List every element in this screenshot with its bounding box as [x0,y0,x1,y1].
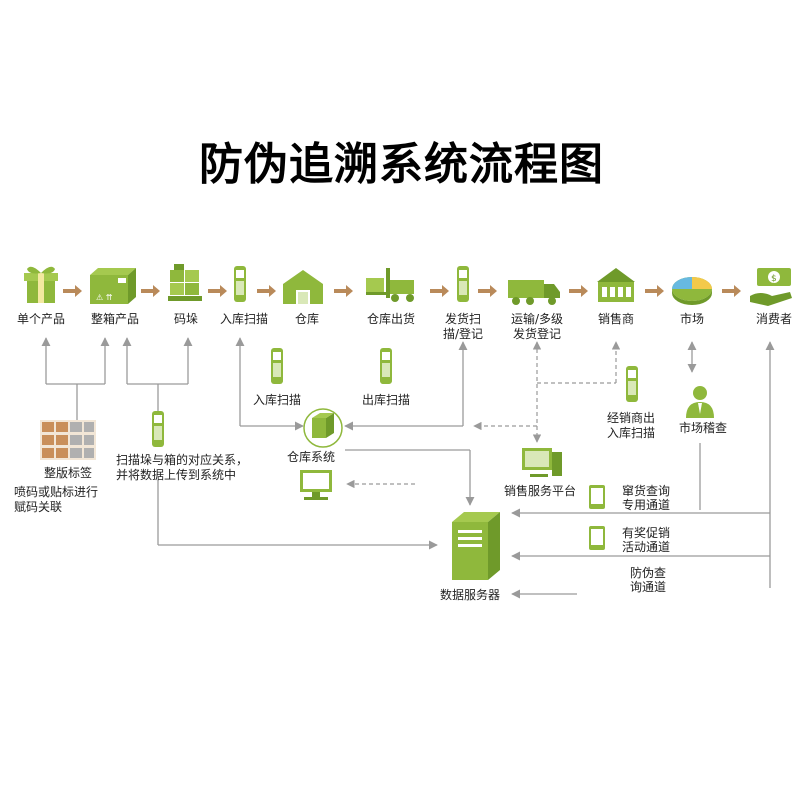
phone-icon [589,485,605,509]
dashed-connector-lines [346,341,621,489]
pallet-stack-icon [168,264,202,301]
phone-icon [589,526,605,550]
promo-line1: 有奖促销 [622,526,671,540]
svg-text:$: $ [771,274,777,284]
step-label-warehouse: 仓库 [294,312,320,326]
warehouse-system-icon [303,408,343,448]
scanner-icon [234,266,246,302]
scanner-icon [457,266,469,302]
data-server-icon [452,512,500,580]
step-label-inbound-scan: 入库扫描 [219,312,269,326]
sales-platform-computer-icon [522,448,562,477]
market-check-label: 市场稽查 [678,421,728,435]
step-label-full-box: 整箱产品 [90,312,140,326]
anti-dumping-line1: 窜货查询 [622,484,671,498]
computer-monitor-icon [300,470,332,500]
step-label-single-product: 单个产品 [16,312,66,326]
inspector-person-icon [686,386,714,418]
scan-note-line1: 扫描垛与箱的对应关系， [116,453,249,467]
step-label-stacking: 码垛 [173,312,199,326]
spray-note-line2: 赋码关联 [14,500,63,514]
pie-market-icon [672,277,712,305]
process-arrows [63,285,741,297]
truck-icon [508,280,560,305]
data-server-label: 数据服务器 [439,588,501,602]
dealer-scan-line2: 入库扫描 [606,426,656,440]
scan-note-line2: 并将数据上传到系统中 [116,468,237,482]
box-icon: ⚠ ⇈ [90,268,136,304]
outbound-scan-label: 出库扫描 [361,393,411,407]
step-label-market: 市场 [679,312,705,326]
page-title: 防伪追溯系统流程图 [199,139,604,190]
inbound-scan-label: 入库扫描 [252,393,302,407]
anti-fake-line2: 询通道 [630,580,667,594]
forklift-icon [366,268,414,302]
spray-note-line1: 喷码或贴标进行 [14,485,99,499]
warehouse-icon [283,270,323,304]
money-hand-icon: $ [750,268,792,306]
anti-dumping-line2: 专用通道 [622,498,671,512]
connector-lines [41,337,775,599]
step-label-warehouse-shipping: 仓库出货 [366,312,416,326]
promo-line2: 活动通道 [622,540,671,554]
scanner-icon [271,348,283,384]
scanner-icon [380,348,392,384]
scanner-icon [152,411,164,447]
dealer-scan-line1: 经销商出 [606,411,656,425]
anti-fake-line1: 防伪查 [630,566,667,580]
label-sheet-icon [40,420,96,460]
step-label-ship-scan-1: 发货扫 [444,312,482,326]
step-label-transport-2: 发货登记 [512,327,562,341]
step-label-dealer: 销售商 [597,312,635,326]
step-label-ship-scan-2: 描/登记 [442,327,484,341]
store-icon [597,268,635,302]
label-sheet-label: 整版标签 [43,466,93,480]
step-label-transport-1: 运输/多级 [510,312,564,326]
sales-platform-label: 销售服务平台 [503,484,577,498]
scanner-icon [626,366,638,402]
gift-icon [24,266,58,303]
step-label-consumer: 消费者 [755,312,793,326]
svg-text:⚠ ⇈: ⚠ ⇈ [96,293,113,302]
warehouse-system-label: 仓库系统 [286,450,336,464]
